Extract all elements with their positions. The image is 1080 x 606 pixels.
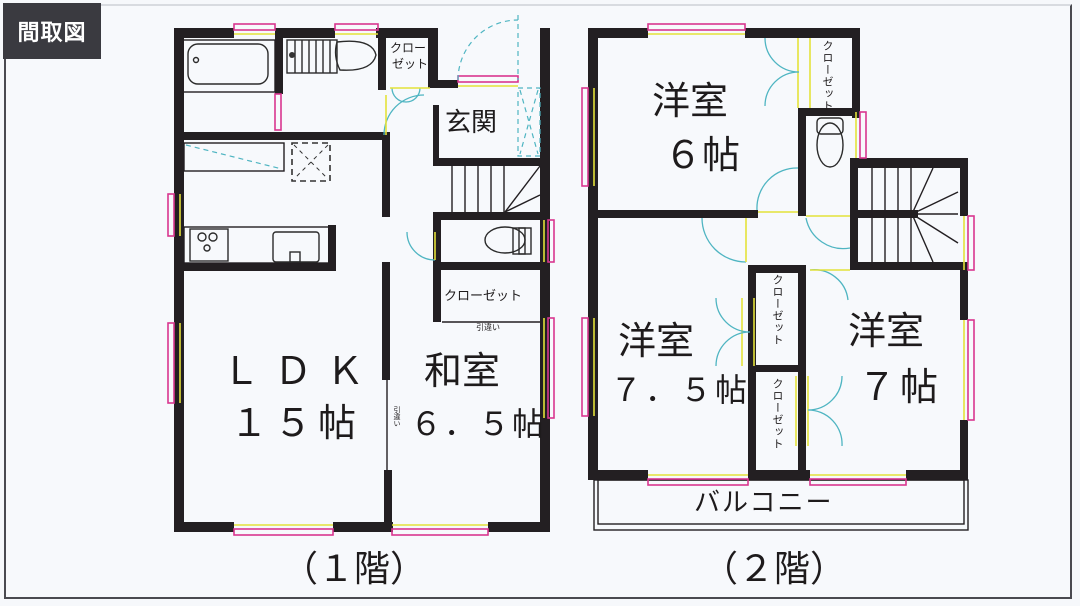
closet-label-1f-washitsu: クローゼット <box>444 289 523 304</box>
floor-label-2f: （２階） <box>702 549 847 590</box>
closet-label-1f-top-line1: クロー <box>390 41 427 55</box>
room-name-ldk: ＬＤＫ <box>222 349 379 393</box>
floor-2-plan <box>581 23 975 531</box>
sliding-door-note-ldk: 引違い <box>393 406 401 427</box>
room-name-washitsu: 和室 <box>424 349 501 393</box>
closet-label-1f-top-line2: ゼット <box>392 57 429 71</box>
room-size-yoshitsu-7: ７帖 <box>858 365 943 409</box>
room-name-yoshitsu-75: 洋室 <box>618 319 695 363</box>
room-label-balcony: バルコニー <box>694 488 834 518</box>
sliding-door-note-closet: 引違い <box>476 323 500 332</box>
closet-label-2f-room6: クローゼット <box>821 40 834 112</box>
room-size-ldk: １５帖 <box>230 401 363 445</box>
floor-label-1f: （１階） <box>282 549 427 590</box>
room-size-yoshitsu-75: ７．５帖 <box>610 371 751 409</box>
floor-1-plan <box>167 15 555 536</box>
room-size-washitsu: ６．５帖 <box>410 405 547 443</box>
closet-label-2f-room7: クローゼット <box>771 378 784 450</box>
room-name-yoshitsu-7: 洋室 <box>848 309 925 353</box>
room-size-yoshitsu-6: ６帖 <box>664 133 741 177</box>
room-name-yoshitsu-6: 洋室 <box>652 79 729 123</box>
closet-label-2f-room75: クローゼット <box>771 274 784 346</box>
room-label-genkan: 玄関 <box>445 108 498 138</box>
title-badge: 間取図 <box>3 3 101 59</box>
